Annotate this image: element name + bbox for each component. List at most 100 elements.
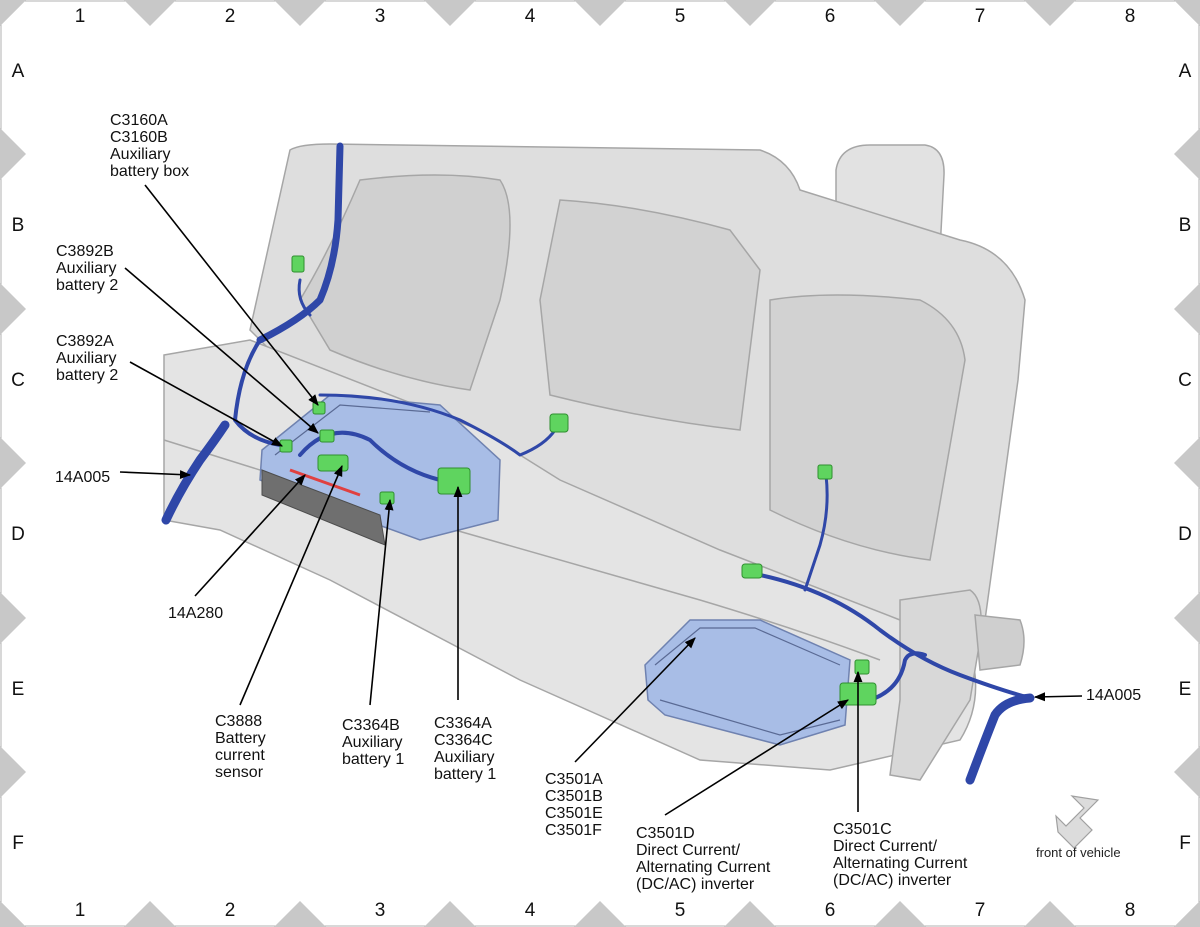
connector-c3501c xyxy=(854,659,870,675)
row-label: F xyxy=(12,833,24,854)
callout-c3888: C3888 Battery current sensor xyxy=(215,713,270,781)
inverter-bottom-flange xyxy=(659,699,841,736)
harness-riser-right xyxy=(803,473,829,592)
grid-marker-triangle xyxy=(1024,0,1076,26)
grid-marker-triangle xyxy=(0,283,26,335)
callout-c3501a: C3501A C3501B C3501E C3501F xyxy=(545,771,607,839)
row-label: A xyxy=(12,61,25,82)
grid-marker-triangle xyxy=(274,901,326,927)
inverter-body xyxy=(644,619,851,746)
grid-marker-triangle xyxy=(874,901,926,927)
callout-c3501d: C3501D Direct Current/ Alternating Curre… xyxy=(636,825,775,893)
connector-riser-right xyxy=(817,464,833,480)
row-labels-right: A B C D E F xyxy=(1178,61,1192,854)
col-label: 4 xyxy=(525,6,536,27)
connector-c3888 xyxy=(317,454,349,472)
col-label: 4 xyxy=(525,900,536,921)
grid-marker-triangle xyxy=(1174,283,1200,335)
harness-battery-loop xyxy=(298,430,442,482)
callout-c3364a: C3364A C3364C Auxiliary battery 1 xyxy=(434,715,499,783)
grid-marker-triangle xyxy=(724,0,776,26)
grid-marker-triangle xyxy=(1174,592,1200,644)
leader-lines xyxy=(119,184,1083,816)
col-label: 1 xyxy=(75,900,86,921)
col-label: 3 xyxy=(375,6,386,27)
col-label: 3 xyxy=(375,900,386,921)
harness-14a005-left xyxy=(161,420,230,525)
row-labels-left: A B C D E F xyxy=(11,61,25,854)
leader-c3892a xyxy=(129,361,283,447)
callout-c3892b: C3892B Auxiliary battery 2 xyxy=(56,243,121,294)
seat-back-panel-right xyxy=(769,294,966,561)
orientation-indicator: front of vehicle xyxy=(1036,795,1121,860)
connector-c3160 xyxy=(312,401,326,415)
leader-c3892b xyxy=(124,267,319,434)
harness-inverter-loop xyxy=(868,651,927,702)
callout-c3501c: C3501C Direct Current/ Alternating Curre… xyxy=(833,821,972,889)
grid-marker-triangle xyxy=(0,746,26,798)
row-label: B xyxy=(12,215,25,236)
leader-14a005-left xyxy=(119,470,192,480)
row-label: A xyxy=(1179,61,1192,82)
row-label: F xyxy=(1179,833,1191,854)
harness-vertical-riser xyxy=(256,142,344,344)
column-labels-bottom: 1 2 3 4 5 6 7 8 xyxy=(75,900,1136,921)
leader-c3364b xyxy=(369,498,394,706)
col-label: 1 xyxy=(75,6,86,27)
connector-c3364a xyxy=(437,467,471,495)
leader-14a280 xyxy=(194,474,306,597)
grid-marker-triangle xyxy=(874,0,926,26)
battery-current-sensor-lead xyxy=(289,468,361,497)
col-label: 2 xyxy=(225,6,236,27)
leader-c3501a xyxy=(574,637,696,763)
row-label: B xyxy=(1179,215,1192,236)
front-of-vehicle-label: front of vehicle xyxy=(1036,845,1121,860)
harness-across-seat xyxy=(318,393,557,457)
row-label: C xyxy=(11,370,25,391)
row-label: E xyxy=(1179,679,1192,700)
inverter-top-edge xyxy=(654,627,841,666)
column-labels-top: 1 2 3 4 5 6 7 8 xyxy=(75,6,1136,27)
col-label: 5 xyxy=(675,6,686,27)
connector-c3892b xyxy=(319,429,335,443)
col-label: 2 xyxy=(225,900,236,921)
harness-branch-upper xyxy=(297,278,312,317)
dc-ac-inverter xyxy=(644,619,851,746)
leader-c3501d xyxy=(664,699,849,816)
grid-marker-triangle xyxy=(424,0,476,26)
col-label: 7 xyxy=(975,900,986,921)
grid-marker-triangle xyxy=(1174,901,1200,927)
grid-marker-triangle xyxy=(274,0,326,26)
grid-marker-triangle xyxy=(574,0,626,26)
grid-marker-triangle xyxy=(1174,437,1200,489)
grid-marker-triangle xyxy=(724,901,776,927)
front-direction-arrow-icon xyxy=(1055,795,1100,849)
seat-back-panel-middle xyxy=(539,199,761,431)
row-label: D xyxy=(1178,524,1192,545)
grid-marker-triangle xyxy=(424,901,476,927)
callout-14a005-right: 14A005 xyxy=(1086,687,1141,704)
harness-14a005-right xyxy=(965,693,1035,785)
connector-upper-harness xyxy=(291,255,305,273)
grid-marker-triangle xyxy=(0,437,26,489)
callout-c3892a: C3892A Auxiliary battery 2 xyxy=(56,333,121,384)
connector-c3364b xyxy=(379,491,395,505)
grid-marker-triangle xyxy=(124,0,176,26)
col-label: 6 xyxy=(825,900,836,921)
col-label: 8 xyxy=(1125,6,1136,27)
seat-bracket-right xyxy=(889,589,982,781)
col-label: 6 xyxy=(825,6,836,27)
connector-harness-mid xyxy=(741,563,763,579)
grid-marker-triangle xyxy=(574,901,626,927)
grid-marker-triangle xyxy=(0,901,26,927)
grid-marker-triangle xyxy=(1174,128,1200,180)
grid-marker-triangle xyxy=(0,0,26,26)
leader-14a005-right xyxy=(1033,692,1083,702)
col-label: 8 xyxy=(1125,900,1136,921)
row-label: D xyxy=(11,524,25,545)
harness-to-inverter xyxy=(758,573,1032,700)
battery-box-top-edge xyxy=(274,404,431,456)
grid-marker-triangle xyxy=(0,592,26,644)
